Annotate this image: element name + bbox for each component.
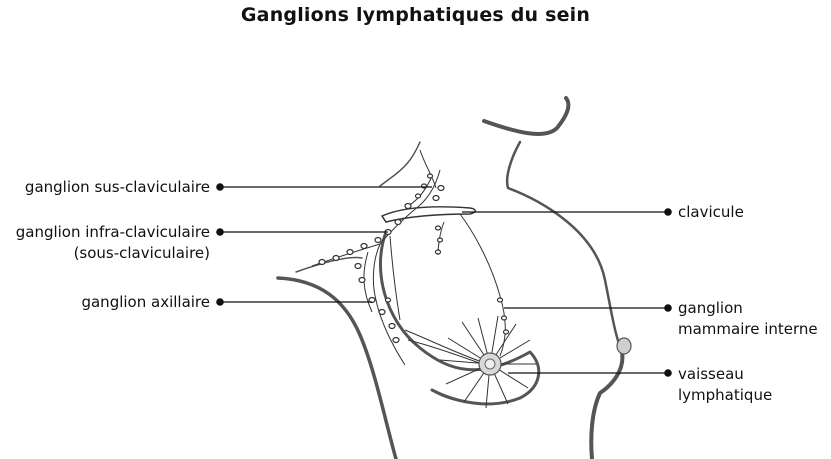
- arm-contour: [276, 276, 398, 459]
- label-vaisseau-lymphatique: vaisseau lymphatique: [678, 365, 773, 404]
- lymph-vessels: [311, 149, 506, 367]
- neck-contour: [387, 141, 421, 181]
- label-ganglion-sus-claviculaire: ganglion sus-claviculaire: [24, 178, 210, 196]
- chest-contour: [505, 140, 624, 354]
- shoulder-contour: [482, 96, 571, 136]
- right-nipple: [616, 337, 632, 355]
- label-ganglion-mammaire-interne: ganglion mammaire interne: [678, 299, 818, 338]
- diagram-title: Ganglions lymphatiques du sein: [240, 4, 591, 26]
- label-clavicule: clavicule: [678, 203, 744, 221]
- right-breast-contour: [589, 350, 625, 459]
- left-breast-contour: [378, 230, 541, 406]
- leader-lines: [216, 183, 672, 377]
- areola: [439, 315, 536, 409]
- body-outline: [276, 96, 625, 459]
- label-ganglion-infra-claviculaire: ganglion infra-claviculaire (sous-clavic…: [15, 223, 210, 262]
- label-ganglion-axillaire: ganglion axillaire: [81, 293, 210, 311]
